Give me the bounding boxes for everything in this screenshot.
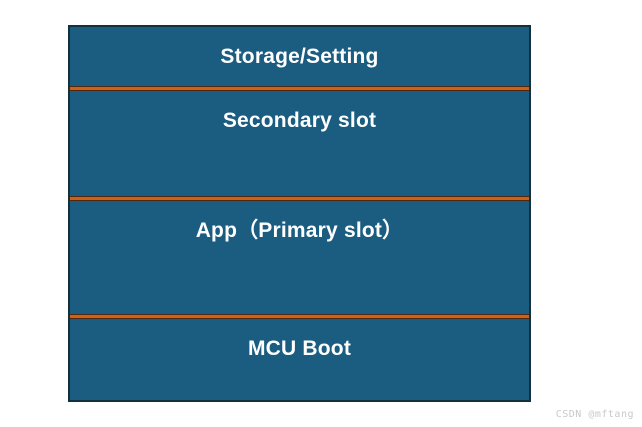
- memory-region-label: App（Primary slot）: [195, 219, 404, 242]
- region-divider-2: [70, 196, 529, 201]
- region-divider-3: [70, 314, 529, 319]
- memory-region-mcu-boot: MCU Boot: [70, 319, 529, 400]
- memory-layout-diagram: Storage/Setting Secondary slot App（Prima…: [68, 25, 531, 402]
- region-divider-1: [70, 86, 529, 91]
- memory-region-app-primary-slot: App（Primary slot）: [70, 201, 529, 314]
- memory-region-storage-setting: Storage/Setting: [70, 27, 529, 86]
- memory-region-label: MCU Boot: [247, 337, 352, 360]
- memory-region-label: Secondary slot: [222, 109, 377, 132]
- memory-region-secondary-slot: Secondary slot: [70, 91, 529, 196]
- memory-region-label: Storage/Setting: [220, 45, 379, 68]
- watermark-label: CSDN @mftang: [555, 409, 634, 420]
